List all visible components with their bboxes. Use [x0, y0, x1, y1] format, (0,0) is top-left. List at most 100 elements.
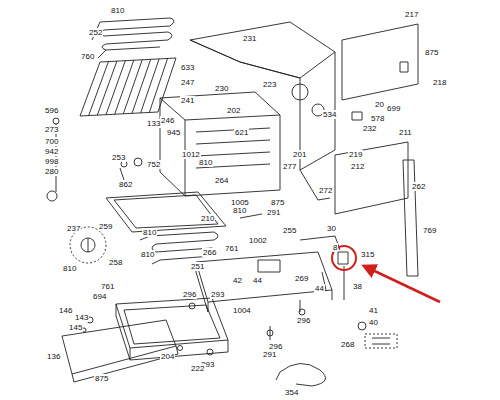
fasteners — [178, 300, 367, 355]
callout-number: 241 — [180, 96, 195, 105]
terminal-block — [365, 334, 397, 348]
callout-number: 259 — [98, 222, 113, 231]
broil-element — [92, 18, 174, 58]
callout-number: 8 — [332, 243, 338, 252]
callout-number: 247 — [180, 78, 195, 87]
callout-number: 810 — [232, 206, 247, 215]
drawer-front — [62, 320, 176, 374]
back-panel — [342, 24, 418, 100]
oven-cavity — [160, 92, 280, 196]
callout-number: 210 — [200, 214, 215, 223]
callout-number: 237 — [66, 224, 81, 233]
callout-number: 293 — [210, 290, 225, 299]
callout-number: 41 — [368, 306, 379, 315]
outer-case — [190, 40, 335, 78]
small-parts — [134, 158, 142, 166]
callout-number: 534 — [322, 110, 337, 119]
outer-case — [190, 22, 335, 170]
oven-cavity — [196, 128, 270, 168]
callout-number: 268 — [340, 340, 355, 349]
knob — [81, 238, 95, 252]
small-parts — [352, 112, 362, 120]
callout-number: 217 — [404, 10, 419, 19]
callout-number: 201 — [292, 150, 307, 159]
callout-number: 251 — [190, 262, 205, 271]
callout-number: 44 — [314, 284, 325, 293]
callout-number: 202 — [226, 106, 241, 115]
callout-number: 862 — [118, 180, 133, 189]
callout-number: 44 — [252, 276, 263, 285]
callout-number: 315 — [360, 250, 375, 259]
callout-number: 810 — [110, 6, 125, 15]
callout-number: 1004 — [232, 306, 252, 315]
callout-number: 760 — [80, 52, 95, 61]
callout-number: 231 — [242, 34, 257, 43]
terminal-block — [372, 338, 390, 344]
glass-tray — [114, 195, 218, 228]
rack-wire — [132, 59, 151, 113]
callout-number: 266 — [202, 248, 217, 257]
callout-number: 145 — [68, 323, 83, 332]
fasteners — [358, 322, 366, 330]
callout-number: 143 — [74, 313, 89, 322]
callout-number: 269 — [294, 274, 309, 283]
callout-number: 875 — [94, 374, 109, 383]
highlight-callout — [332, 246, 440, 302]
callout-number: 218 — [432, 78, 447, 87]
thermostat-probe — [47, 191, 57, 201]
callout-number: 291 — [262, 350, 277, 359]
rack-wire — [115, 60, 134, 114]
callout-number: 30 — [326, 224, 337, 233]
callout-number: 296 — [296, 316, 311, 325]
drawer-pan — [116, 298, 228, 360]
callout-number: 700 — [44, 137, 59, 146]
callout-number: 810 — [142, 228, 157, 237]
right-panel — [300, 142, 408, 214]
rack-wire — [141, 59, 159, 113]
callout-number: 621 — [234, 128, 249, 137]
small-parts — [120, 168, 124, 180]
callout-number: 752 — [146, 160, 161, 169]
broil-element — [100, 18, 174, 50]
callout-number: 769 — [422, 226, 437, 235]
oven-rack — [80, 58, 176, 116]
callout-number: 232 — [362, 124, 377, 133]
callout-number: 133 — [146, 119, 161, 128]
callout-number: 230 — [214, 84, 229, 93]
callout-number: 810 — [62, 264, 77, 273]
rack-wire — [106, 61, 125, 115]
rack-wire — [89, 62, 109, 116]
rack-wire — [149, 58, 167, 112]
outer-case — [292, 84, 308, 100]
rack-wire — [123, 60, 142, 114]
fasteners — [178, 346, 183, 351]
callout-number: 253 — [111, 153, 126, 162]
callout-number: 40 — [368, 318, 379, 327]
callout-number: 633 — [180, 63, 195, 72]
terminal-block — [365, 334, 397, 348]
callout-number: 596 — [44, 106, 59, 115]
callout-number: 258 — [108, 258, 123, 267]
bake-element — [140, 236, 160, 264]
drawer-front — [62, 317, 178, 382]
callout-number: 945 — [166, 128, 181, 137]
oven-cavity — [160, 98, 280, 196]
callout-number: 262 — [411, 182, 426, 191]
callout-number: 875 — [424, 48, 439, 57]
callout-number: 146 — [58, 306, 73, 315]
right-panel — [335, 142, 408, 214]
fasteners — [207, 349, 213, 355]
drawer-front — [72, 346, 178, 382]
callout-number: 246 — [160, 116, 175, 125]
callout-number: 875 — [270, 198, 285, 207]
callout-number: 761 — [100, 282, 115, 291]
callout-number: 810 — [140, 250, 155, 259]
callout-number: 998 — [44, 157, 59, 166]
glass-tray — [106, 192, 226, 232]
callout-number: 354 — [284, 388, 299, 397]
rack-wire — [97, 61, 117, 115]
bake-element — [150, 232, 218, 260]
back-panel — [400, 62, 408, 72]
